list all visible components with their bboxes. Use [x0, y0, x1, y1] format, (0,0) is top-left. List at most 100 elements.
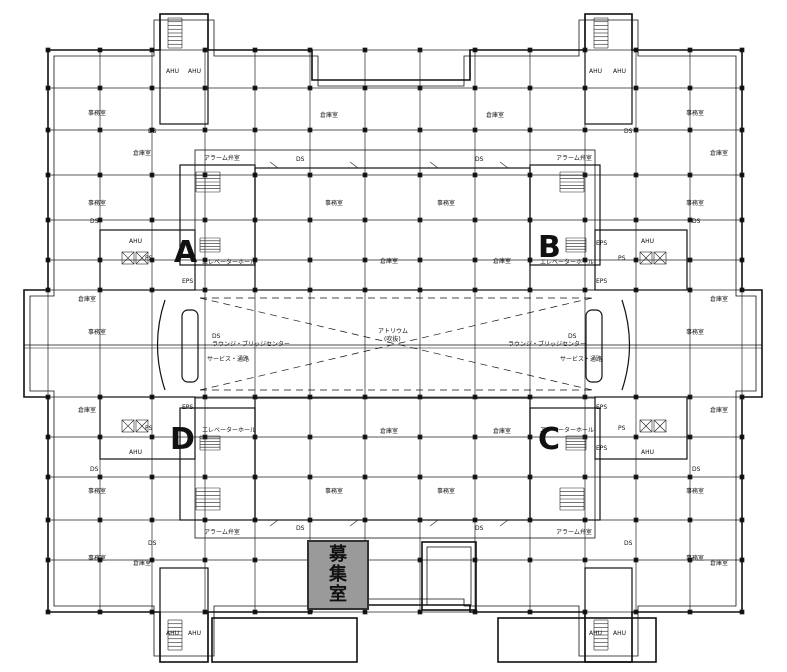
structural-column — [362, 85, 368, 91]
structural-column — [582, 394, 588, 400]
ds-label: DS — [296, 525, 305, 532]
eps-label: EPS — [596, 278, 608, 285]
elevator-shaft — [653, 251, 667, 265]
structural-column — [202, 434, 208, 440]
structural-column — [472, 127, 478, 133]
structural-column — [687, 517, 693, 523]
elevator-shaft-cross — [653, 251, 667, 265]
structural-column — [687, 127, 693, 133]
office-label: 事務室 — [686, 488, 705, 495]
structural-column — [527, 127, 533, 133]
structural-column — [417, 474, 423, 480]
ds-label: DS — [692, 218, 701, 225]
structural-column — [307, 85, 313, 91]
structural-column — [472, 257, 478, 263]
elevator-shaft-cross — [653, 419, 667, 433]
elevator-hall-label: エレベーターホール — [202, 427, 257, 434]
structural-column — [527, 557, 533, 563]
core-letter-b: B — [538, 230, 561, 265]
eps-label: EPS — [596, 445, 608, 452]
structural-column — [362, 474, 368, 480]
structural-column — [582, 257, 588, 263]
elevator-shaft-cross — [639, 251, 653, 265]
eps-label: EPS — [182, 278, 194, 285]
structural-column — [582, 127, 588, 133]
elevator-shaft — [121, 419, 135, 433]
structural-column — [417, 394, 423, 400]
ds-label: DS — [692, 466, 701, 473]
core-letter-a: A — [174, 235, 198, 270]
alarm-valve-label: アラーム弁室 — [556, 529, 592, 536]
atrium-sub-label: (吹抜) — [384, 336, 401, 343]
storage-label: 倉庫室 — [320, 112, 339, 119]
recruit-room[interactable]: 募 集 室 — [307, 540, 369, 610]
office-label: 事務室 — [88, 110, 107, 117]
door-swing — [349, 519, 359, 527]
structural-column — [149, 85, 155, 91]
door-swing — [269, 161, 279, 169]
structural-column — [307, 394, 313, 400]
ahu-label: AHU — [641, 238, 655, 245]
alarm-valve-label: アラーム弁室 — [556, 155, 592, 162]
elevator-shaft-cross — [121, 251, 135, 265]
structural-column — [307, 217, 313, 223]
structural-column — [472, 557, 478, 563]
eps-label: EPS — [596, 404, 608, 411]
ds-label: DS — [624, 128, 633, 135]
structural-column — [202, 609, 208, 615]
ds-label: DS — [148, 540, 157, 547]
ahu-label: AHU — [589, 630, 603, 637]
structural-column — [97, 127, 103, 133]
structural-column — [307, 474, 313, 480]
structural-column — [472, 217, 478, 223]
elevator-shaft — [639, 419, 653, 433]
ahu-label: AHU — [641, 449, 655, 456]
door-swing — [429, 519, 439, 527]
elevator-shaft — [121, 251, 135, 265]
recruit-room-char-1: 募 — [329, 544, 347, 565]
structural-column — [202, 85, 208, 91]
elevator-shaft-cross — [135, 251, 149, 265]
structural-column — [417, 127, 423, 133]
ahu-label: AHU — [129, 238, 143, 245]
structural-column — [149, 474, 155, 480]
structural-column — [417, 85, 423, 91]
office-label: 事務室 — [686, 329, 705, 336]
structural-column — [252, 85, 258, 91]
structural-column — [362, 434, 368, 440]
structural-column — [687, 172, 693, 178]
storage-label: 倉庫室 — [78, 296, 97, 303]
structural-column — [307, 127, 313, 133]
door-swing — [349, 161, 359, 169]
bridge-center-label: ラウンジ・ブリッジセンター — [508, 341, 587, 348]
structural-column — [687, 434, 693, 440]
storage-label: 倉庫室 — [133, 150, 152, 157]
structural-column — [202, 172, 208, 178]
door-swing — [499, 161, 509, 169]
ds-label: DS — [90, 466, 99, 473]
storage-label: 倉庫室 — [78, 407, 97, 414]
ahu-label: AHU — [188, 630, 202, 637]
structural-column — [417, 47, 423, 53]
structural-column — [633, 217, 639, 223]
structural-column — [687, 394, 693, 400]
structural-column — [582, 217, 588, 223]
office-label: 事務室 — [437, 488, 456, 495]
storage-label: 倉庫室 — [493, 428, 512, 435]
structural-column — [472, 172, 478, 178]
structural-column — [417, 257, 423, 263]
eps-label: EPS — [596, 240, 608, 247]
office-label: 事務室 — [88, 555, 107, 562]
structural-column — [582, 172, 588, 178]
office-label: 事務室 — [88, 488, 107, 495]
atrium-label: アトリウム — [378, 328, 409, 335]
structural-column — [687, 287, 693, 293]
structural-column — [362, 217, 368, 223]
elevator-hall-label: エレベーターホール — [202, 259, 257, 266]
structural-column — [633, 127, 639, 133]
structural-column — [149, 172, 155, 178]
structural-column — [149, 557, 155, 563]
elevator-shaft — [135, 419, 149, 433]
elevator-shaft — [653, 419, 667, 433]
structural-column — [472, 434, 478, 440]
